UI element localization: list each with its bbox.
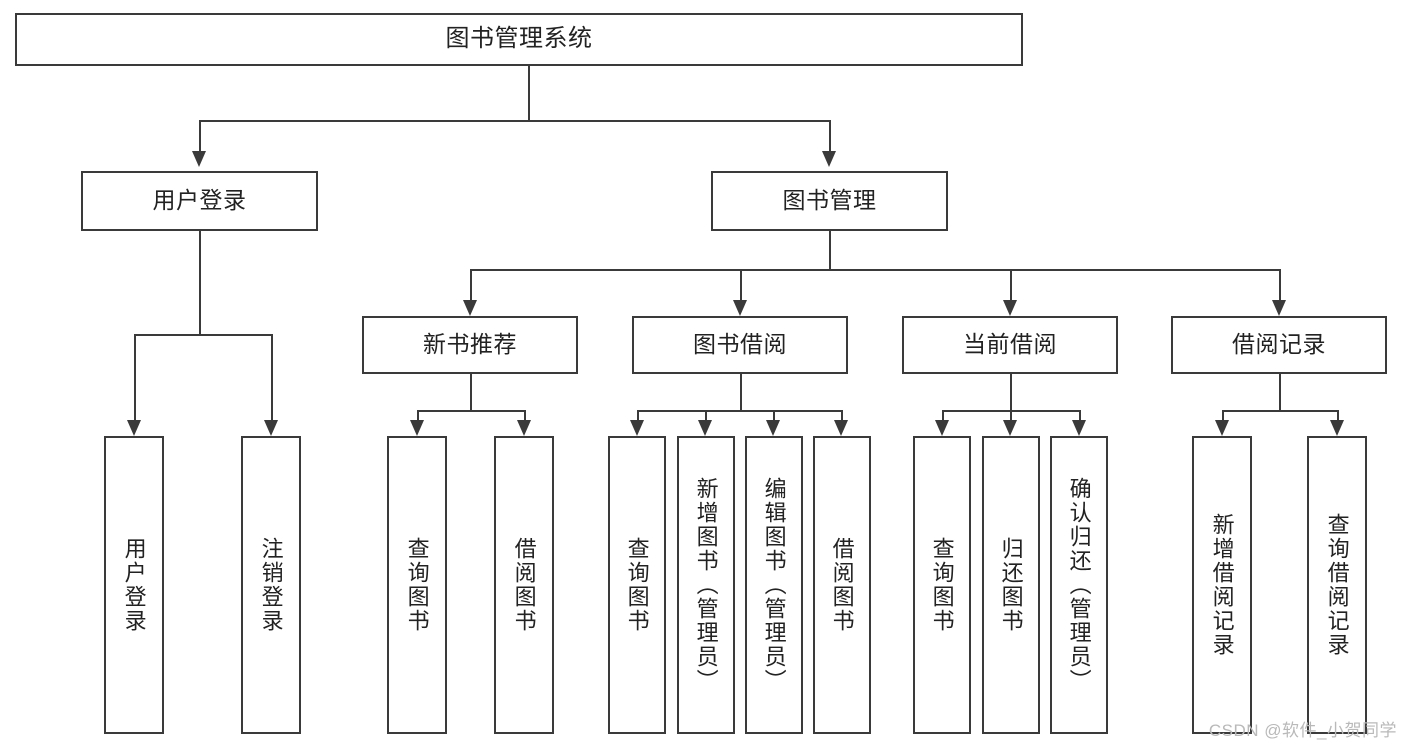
connector-user-login-drop-2 xyxy=(271,334,273,420)
node-label: 新书推荐 xyxy=(423,331,517,358)
connector-user-login-drop-1 xyxy=(134,334,136,420)
node-root-system[interactable]: 图书管理系统 xyxy=(15,13,1023,66)
node-book-manage[interactable]: 图书管理 xyxy=(711,171,948,231)
connector-cb-drop-2 xyxy=(1010,410,1012,420)
connector-bb-drop-4 xyxy=(841,410,843,420)
arrow-to-leaf-cb-1 xyxy=(935,420,949,436)
leaf-query-book-nbr[interactable]: 查询图书 xyxy=(387,436,447,734)
node-label: 查询图书 xyxy=(404,537,430,633)
connector-bb-drop-3 xyxy=(773,410,775,420)
arrow-to-leaf-bb-2 xyxy=(698,420,712,436)
node-label: 新增借阅记录 xyxy=(1209,513,1235,657)
node-label: 编辑图书（管理员） xyxy=(761,477,787,693)
leaf-query-book-cb[interactable]: 查询图书 xyxy=(913,436,971,734)
connector-root-drop-right xyxy=(829,120,831,151)
csdn-watermark: CSDN @软件_小贺同学 xyxy=(1208,721,1397,740)
connector-nbr-drop-1 xyxy=(417,410,419,420)
arrow-to-leaf-br-1 xyxy=(1215,420,1229,436)
arrow-to-leaf-user-login xyxy=(127,420,141,436)
arrow-to-book-borrow xyxy=(733,300,747,316)
node-new-book-recommend[interactable]: 新书推荐 xyxy=(362,316,578,374)
leaf-return-book[interactable]: 归还图书 xyxy=(982,436,1040,734)
connector-book-manage-drop-2 xyxy=(740,269,742,300)
node-user-login[interactable]: 用户登录 xyxy=(81,171,318,231)
connector-user-login-bus xyxy=(134,334,272,336)
arrow-to-leaf-cb-3 xyxy=(1072,420,1086,436)
node-label: 查询借阅记录 xyxy=(1324,513,1350,657)
node-label: 归还图书 xyxy=(998,537,1024,633)
node-label: 借阅图书 xyxy=(829,537,855,633)
leaf-borrow-book-nbr[interactable]: 借阅图书 xyxy=(494,436,554,734)
arrow-to-current-borrow xyxy=(1003,300,1017,316)
leaf-logout[interactable]: 注销登录 xyxy=(241,436,301,734)
leaf-edit-book-admin[interactable]: 编辑图书（管理员） xyxy=(745,436,803,734)
node-label: 用户登录 xyxy=(152,187,247,214)
leaf-add-borrow-record[interactable]: 新增借阅记录 xyxy=(1192,436,1252,734)
node-label: 查询图书 xyxy=(624,537,650,633)
connector-bb-stem xyxy=(740,374,742,411)
connector-book-manage-drop-4 xyxy=(1279,269,1281,300)
node-label: 图书借阅 xyxy=(693,331,787,358)
leaf-confirm-return-admin[interactable]: 确认归还（管理员） xyxy=(1050,436,1108,734)
arrow-to-leaf-br-2 xyxy=(1330,420,1344,436)
connector-cb-drop-3 xyxy=(1079,410,1081,420)
node-label: 借阅图书 xyxy=(511,537,537,633)
arrow-to-leaf-cb-2 xyxy=(1003,420,1017,436)
connector-nbr-bus xyxy=(417,410,524,412)
connector-book-manage-drop-1 xyxy=(470,269,472,300)
arrow-to-new-book-recommend xyxy=(463,300,477,316)
connector-nbr-stem xyxy=(470,374,472,411)
node-label: 注销登录 xyxy=(258,537,284,633)
leaf-query-borrow-record[interactable]: 查询借阅记录 xyxy=(1307,436,1367,734)
connector-root-bus xyxy=(199,120,830,122)
connector-root-drop-left xyxy=(199,120,201,151)
connector-root-stem xyxy=(528,66,530,121)
arrow-to-leaf-logout xyxy=(264,420,278,436)
leaf-add-book-admin[interactable]: 新增图书（管理员） xyxy=(677,436,735,734)
arrow-to-leaf-bb-3 xyxy=(766,420,780,436)
node-label: 查询图书 xyxy=(929,537,955,633)
connector-bb-bus xyxy=(637,410,843,412)
node-label: 借阅记录 xyxy=(1232,331,1326,358)
node-label: 新增图书（管理员） xyxy=(693,477,719,693)
connector-bb-drop-1 xyxy=(637,410,639,420)
node-book-borrow[interactable]: 图书借阅 xyxy=(632,316,848,374)
connector-br-stem xyxy=(1279,374,1281,411)
node-label: 图书管理 xyxy=(782,187,877,214)
arrow-to-book-manage xyxy=(822,151,836,167)
node-label: 当前借阅 xyxy=(963,331,1057,358)
connector-nbr-drop-2 xyxy=(524,410,526,420)
arrow-to-leaf-nbr-1 xyxy=(410,420,424,436)
arrow-to-leaf-bb-1 xyxy=(630,420,644,436)
connector-cb-stem xyxy=(1010,374,1012,411)
connector-br-drop-2 xyxy=(1337,410,1339,420)
arrow-to-leaf-bb-4 xyxy=(834,420,848,436)
node-current-borrow[interactable]: 当前借阅 xyxy=(902,316,1118,374)
node-label: 用户登录 xyxy=(121,537,147,633)
leaf-query-book-bb[interactable]: 查询图书 xyxy=(608,436,666,734)
connector-user-login-stem xyxy=(199,231,201,335)
connector-book-manage-drop-3 xyxy=(1010,269,1012,300)
connector-book-manage-stem xyxy=(829,231,831,271)
connector-book-manage-bus xyxy=(470,269,1279,271)
connector-cb-drop-1 xyxy=(942,410,944,420)
leaf-borrow-book-bb[interactable]: 借阅图书 xyxy=(813,436,871,734)
connector-br-drop-1 xyxy=(1222,410,1224,420)
arrow-to-leaf-nbr-2 xyxy=(517,420,531,436)
arrow-to-borrow-record xyxy=(1272,300,1286,316)
node-label: 图书管理系统 xyxy=(445,25,593,53)
connector-br-bus xyxy=(1222,410,1338,412)
node-label: 确认归还（管理员） xyxy=(1066,477,1092,693)
arrow-to-user-login xyxy=(192,151,206,167)
node-borrow-record[interactable]: 借阅记录 xyxy=(1171,316,1387,374)
leaf-user-login[interactable]: 用户登录 xyxy=(104,436,164,734)
connector-bb-drop-2 xyxy=(705,410,707,420)
